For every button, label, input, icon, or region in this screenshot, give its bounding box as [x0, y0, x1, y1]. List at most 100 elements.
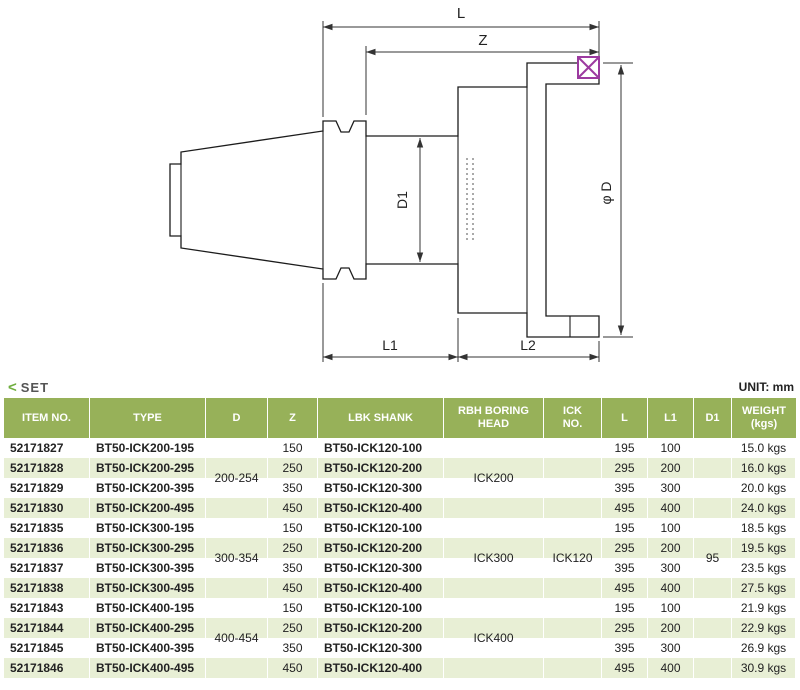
cell-lbk-shank: BT50-ICK120-200 [318, 618, 444, 638]
cell-lbk-shank: BT50-ICK120-200 [318, 458, 444, 478]
cell-l: 195 [602, 598, 648, 618]
cell-z: 250 [268, 538, 318, 558]
cell-l: 495 [602, 498, 648, 518]
cell-type: BT50-ICK300-295 [90, 538, 206, 558]
cell-item-no: 52171838 [4, 578, 90, 598]
cell-l: 295 [602, 458, 648, 478]
cell-z: 450 [268, 658, 318, 678]
cell-type: BT50-ICK200-195 [90, 438, 206, 458]
cell-weight: 30.9 kgs [732, 658, 796, 678]
cell-d1-merged: 95 [694, 438, 732, 678]
cell-item-no: 52171829 [4, 478, 90, 498]
cell-d-merged: 200-254 [206, 438, 268, 518]
column-header-5: RBH BORING HEAD [444, 398, 544, 438]
extension-lines [322, 21, 633, 362]
cell-z: 250 [268, 618, 318, 638]
cell-lbk-shank: BT50-ICK120-400 [318, 578, 444, 598]
cell-rbh-merged: ICK200 [444, 438, 544, 518]
unit-label: UNIT: mm [738, 380, 794, 394]
cell-lbk-shank: BT50-ICK120-400 [318, 498, 444, 518]
cell-l1: 400 [648, 578, 694, 598]
cell-z: 350 [268, 478, 318, 498]
column-header-3: Z [268, 398, 318, 438]
cell-z: 350 [268, 638, 318, 658]
cell-l: 395 [602, 558, 648, 578]
dim-label-D1: D1 [394, 191, 410, 209]
cell-weight: 22.9 kgs [732, 618, 796, 638]
surface-mark-icon [577, 56, 600, 79]
cell-lbk-shank: BT50-ICK120-300 [318, 478, 444, 498]
cell-weight: 16.0 kgs [732, 458, 796, 478]
tool-holder-outline [169, 62, 600, 338]
cell-z: 150 [268, 438, 318, 458]
dim-label-L1: L1 [382, 337, 398, 353]
cell-l1: 200 [648, 618, 694, 638]
column-header-9: D1 [694, 398, 732, 438]
hidden-bore-lines [466, 158, 474, 243]
cell-item-no: 52171836 [4, 538, 90, 558]
cell-l1: 400 [648, 658, 694, 678]
detail-lines [180, 87, 571, 337]
cell-item-no: 52171828 [4, 458, 90, 478]
cell-lbk-shank: BT50-ICK120-100 [318, 518, 444, 538]
dim-label-L2: L2 [520, 337, 536, 353]
cell-z: 250 [268, 458, 318, 478]
cell-item-no: 52171845 [4, 638, 90, 658]
cell-weight: 19.5 kgs [732, 538, 796, 558]
cell-l: 195 [602, 518, 648, 538]
cell-weight: 18.5 kgs [732, 518, 796, 538]
cell-type: BT50-ICK200-395 [90, 478, 206, 498]
column-header-4: LBK SHANK [318, 398, 444, 438]
set-label: SET [20, 379, 50, 395]
cell-z: 450 [268, 578, 318, 598]
column-header-10: WEIGHT (kgs) [732, 398, 796, 438]
column-header-2: D [206, 398, 268, 438]
cell-weight: 24.0 kgs [732, 498, 796, 518]
dim-label-Z: Z [478, 32, 487, 49]
cell-rbh-merged: ICK400 [444, 598, 544, 678]
cell-type: BT50-ICK200-495 [90, 498, 206, 518]
cell-l: 395 [602, 638, 648, 658]
cell-lbk-shank: BT50-ICK120-400 [318, 658, 444, 678]
cell-l: 295 [602, 618, 648, 638]
dim-label-phiD: φ D [598, 181, 614, 204]
cell-type: BT50-ICK200-295 [90, 458, 206, 478]
technical-drawing: L Z D1 φ D L1 L2 [169, 5, 633, 362]
cell-z: 450 [268, 498, 318, 518]
cell-weight: 21.9 kgs [732, 598, 796, 618]
cell-l1: 400 [648, 498, 694, 518]
cell-weight: 26.9 kgs [732, 638, 796, 658]
dimension-lines [323, 23, 625, 361]
cell-d-merged: 300-354 [206, 518, 268, 598]
cell-d-merged: 400-454 [206, 598, 268, 678]
cell-item-no: 52171830 [4, 498, 90, 518]
column-header-7: L [602, 398, 648, 438]
cell-type: BT50-ICK400-495 [90, 658, 206, 678]
cell-type: BT50-ICK300-195 [90, 518, 206, 538]
column-header-6: ICK NO. [544, 398, 602, 438]
cell-l1: 100 [648, 438, 694, 458]
cell-l: 495 [602, 658, 648, 678]
column-header-8: L1 [648, 398, 694, 438]
cell-lbk-shank: BT50-ICK120-100 [318, 438, 444, 458]
cell-weight: 27.5 kgs [732, 578, 796, 598]
cell-lbk-shank: BT50-ICK120-300 [318, 558, 444, 578]
cell-item-no: 52171844 [4, 618, 90, 638]
tool-holder-diagram: L Z D1 φ D L1 L2 [169, 5, 633, 362]
dim-label-L: L [457, 5, 465, 22]
cell-l1: 300 [648, 478, 694, 498]
chevron-left-icon: < [8, 378, 17, 396]
cell-rbh-merged: ICK300 [444, 518, 544, 598]
cell-l1: 200 [648, 538, 694, 558]
set-heading-row: < SET UNIT: mm [0, 376, 800, 398]
cell-lbk-shank: BT50-ICK120-200 [318, 538, 444, 558]
column-header-1: TYPE [90, 398, 206, 438]
cell-weight: 23.5 kgs [732, 558, 796, 578]
cell-l1: 200 [648, 458, 694, 478]
cell-l: 395 [602, 478, 648, 498]
cell-item-no: 52171843 [4, 598, 90, 618]
cell-item-no: 52171827 [4, 438, 90, 458]
